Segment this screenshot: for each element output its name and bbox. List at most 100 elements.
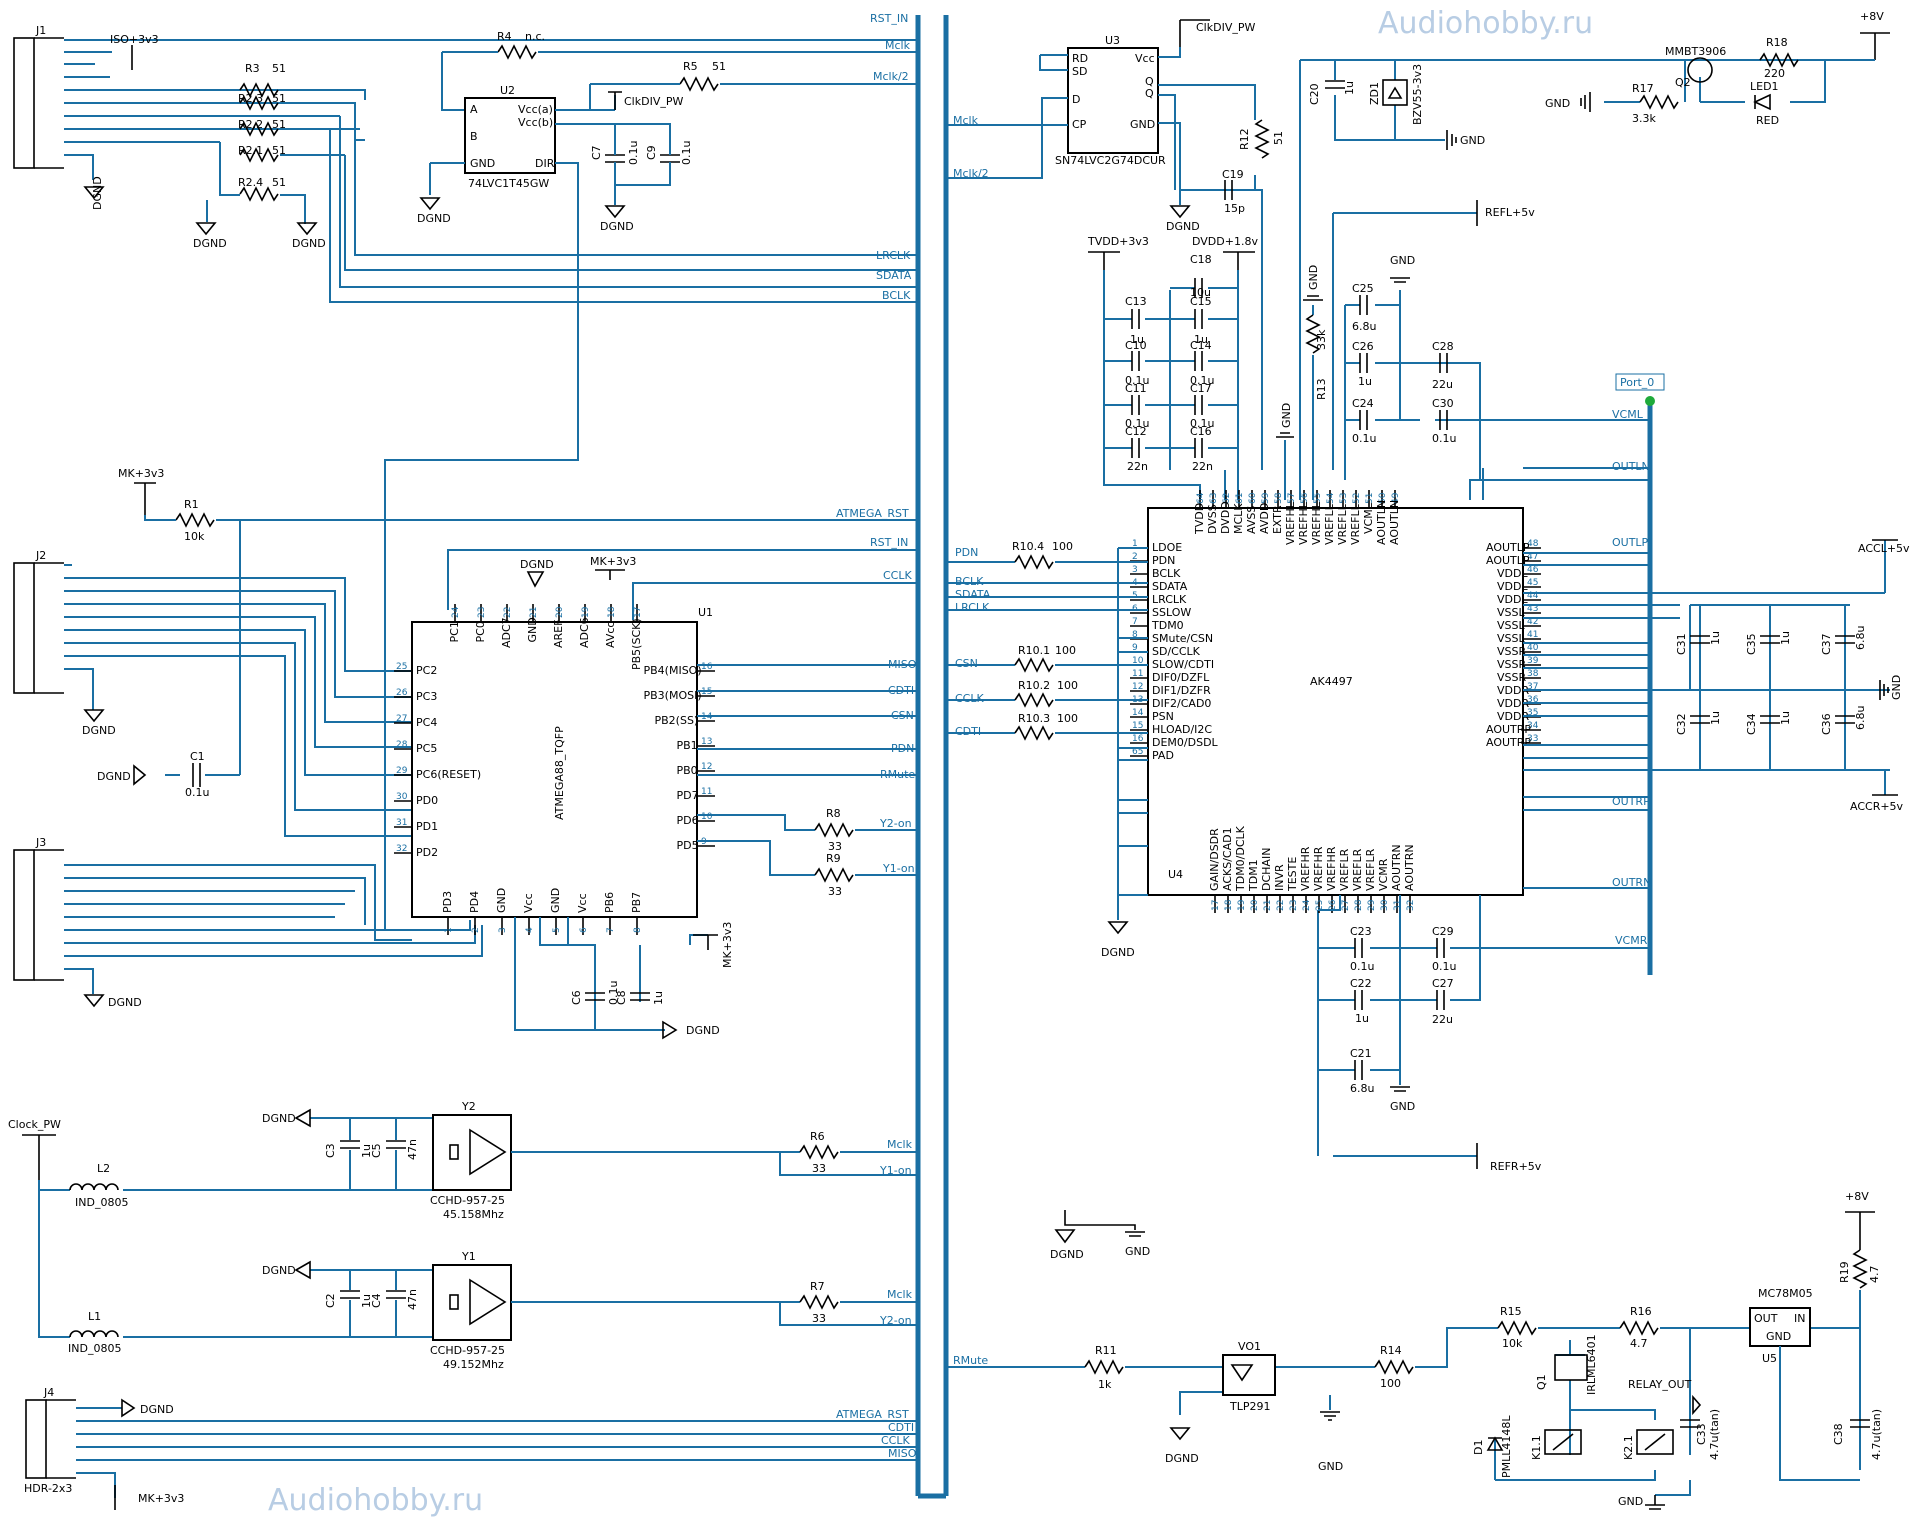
svg-text:C3: C3 (324, 1143, 337, 1158)
pin-number: 12 (1132, 682, 1143, 692)
pin-number: 55 (1313, 493, 1323, 504)
svg-text:Q2: Q2 (1675, 76, 1691, 89)
resistor-r10-1: R10.1 100 (1014, 644, 1076, 673)
gnd-avss: GND (1280, 403, 1293, 428)
net-bclk: BCLK (882, 289, 911, 302)
mk-3v3-j4: MK+3v3 (138, 1492, 184, 1505)
svg-text:R10.1: R10.1 (1018, 644, 1050, 657)
net-mclk-y2: Mclk (887, 1138, 913, 1151)
dgnd-y1: DGND (262, 1264, 296, 1277)
pin-number: 3 (498, 927, 508, 933)
pin-name: Vcc (576, 893, 589, 913)
pin-number: 47 (1527, 552, 1538, 562)
pin-number: 25 (396, 662, 407, 672)
accr-5v: ACCR+5v (1850, 800, 1904, 813)
svg-text:HDR-2x3: HDR-2x3 (24, 1482, 72, 1495)
pin-name: VREFLR (1338, 848, 1351, 891)
svg-text:100: 100 (1052, 540, 1073, 553)
pin-number: 14 (1132, 708, 1144, 718)
dgnd-r2-right: DGND (292, 222, 326, 250)
svg-text:IND_0805: IND_0805 (75, 1196, 128, 1209)
svg-text:U3: U3 (1105, 34, 1120, 47)
net-csn: CSN (891, 709, 914, 722)
svg-text:RD: RD (1072, 52, 1088, 65)
net-pdn-u4: PDN (955, 546, 978, 559)
gnd-relay: GND (1618, 1495, 1643, 1508)
svg-text:C27: C27 (1432, 977, 1454, 990)
chip-u2: U2 A B GND Vcc(a) Vcc(b) DIR 74LVC1T45GW (464, 84, 556, 190)
svg-text:15p: 15p (1224, 202, 1245, 215)
pin-number: 11 (1132, 669, 1143, 679)
svg-text:0.1u: 0.1u (1190, 417, 1214, 430)
pin-name: GND (549, 888, 562, 913)
pin-name: VREFHL (1310, 501, 1323, 545)
svg-text:0.1u: 0.1u (1350, 960, 1374, 973)
svg-text:B: B (470, 130, 478, 143)
svg-text:Q: Q (1145, 87, 1154, 100)
pin-name: SD/CCLK (1152, 645, 1201, 658)
pin-number: 32 (1406, 900, 1416, 911)
net-miso: MISO (888, 658, 917, 671)
svg-text:6.8u: 6.8u (1854, 706, 1867, 730)
net-rst-in-mid: RST_IN (870, 536, 908, 549)
svg-text:1u: 1u (1343, 81, 1356, 95)
pin-number: 30 (396, 792, 408, 802)
svg-text:100: 100 (1057, 712, 1078, 725)
svg-text:PMLL4148L: PMLL4148L (1500, 1415, 1513, 1478)
pin-number: 38 (1527, 669, 1539, 679)
svg-text:R7: R7 (810, 1280, 825, 1293)
svg-text:R10.3: R10.3 (1018, 712, 1050, 725)
svg-text:DGND: DGND (97, 770, 131, 783)
pin-number: 60 (1248, 492, 1258, 504)
dgnd-u4: DGND (1101, 921, 1135, 959)
pin-name: AVcc (604, 622, 617, 648)
pin-number: 42 (1527, 617, 1538, 627)
svg-text:R12: R12 (1238, 128, 1251, 150)
svg-text:0.1u: 0.1u (185, 786, 209, 799)
pin-number: 17 (633, 607, 643, 618)
pin-name: HLOAD/I2C (1152, 723, 1212, 736)
pin-name: VSSR (1497, 671, 1526, 684)
pin-number: 1 (1132, 539, 1138, 549)
pin-name: GAIN/DSDR (1208, 828, 1221, 891)
pin-number: 24 (1302, 899, 1312, 911)
svg-text:R1: R1 (184, 498, 199, 511)
net-y1on-y2: Y1-on (879, 1164, 912, 1177)
pin-name: PD7 (677, 789, 699, 802)
svg-text:100: 100 (1055, 644, 1076, 657)
pin-name: LDOE (1152, 541, 1182, 554)
pin-name: PB5(SCK) (630, 618, 643, 670)
net-lrclk: LRCLK (876, 249, 911, 262)
pin-name: MCLK (1232, 503, 1245, 534)
svg-text:33: 33 (812, 1162, 826, 1175)
svg-text:C7: C7 (590, 145, 603, 160)
net-outlp: OUTLP (1612, 536, 1649, 549)
cap-c8: C8 1u (615, 990, 665, 1005)
svg-text:3.3k: 3.3k (1632, 112, 1656, 125)
pin-name: PB3(MOSI) (644, 689, 702, 702)
mk-3v3-r1: MK+3v3 (118, 467, 164, 480)
svg-text:OUT: OUT (1754, 1312, 1778, 1325)
svg-text:R14: R14 (1380, 1344, 1402, 1357)
pin-number: 54 (1326, 492, 1336, 504)
svg-text:R13: R13 (1315, 378, 1328, 400)
svg-text:C32: C32 (1675, 713, 1688, 735)
relay-k1-1: K1.1 (1530, 1429, 1582, 1460)
pin-name: VREFLR (1351, 848, 1364, 891)
svg-text:C9: C9 (645, 145, 658, 160)
pin-number: 29 (396, 766, 408, 776)
svg-text:4.7u(tan): 4.7u(tan) (1708, 1409, 1721, 1460)
svg-text:C35: C35 (1745, 633, 1758, 655)
pin-number: 2 (471, 927, 481, 933)
svg-text:J1: J1 (35, 24, 46, 37)
net-mclk2-u3: Mclk/2 (953, 167, 989, 180)
svg-text:IN: IN (1794, 1312, 1805, 1325)
